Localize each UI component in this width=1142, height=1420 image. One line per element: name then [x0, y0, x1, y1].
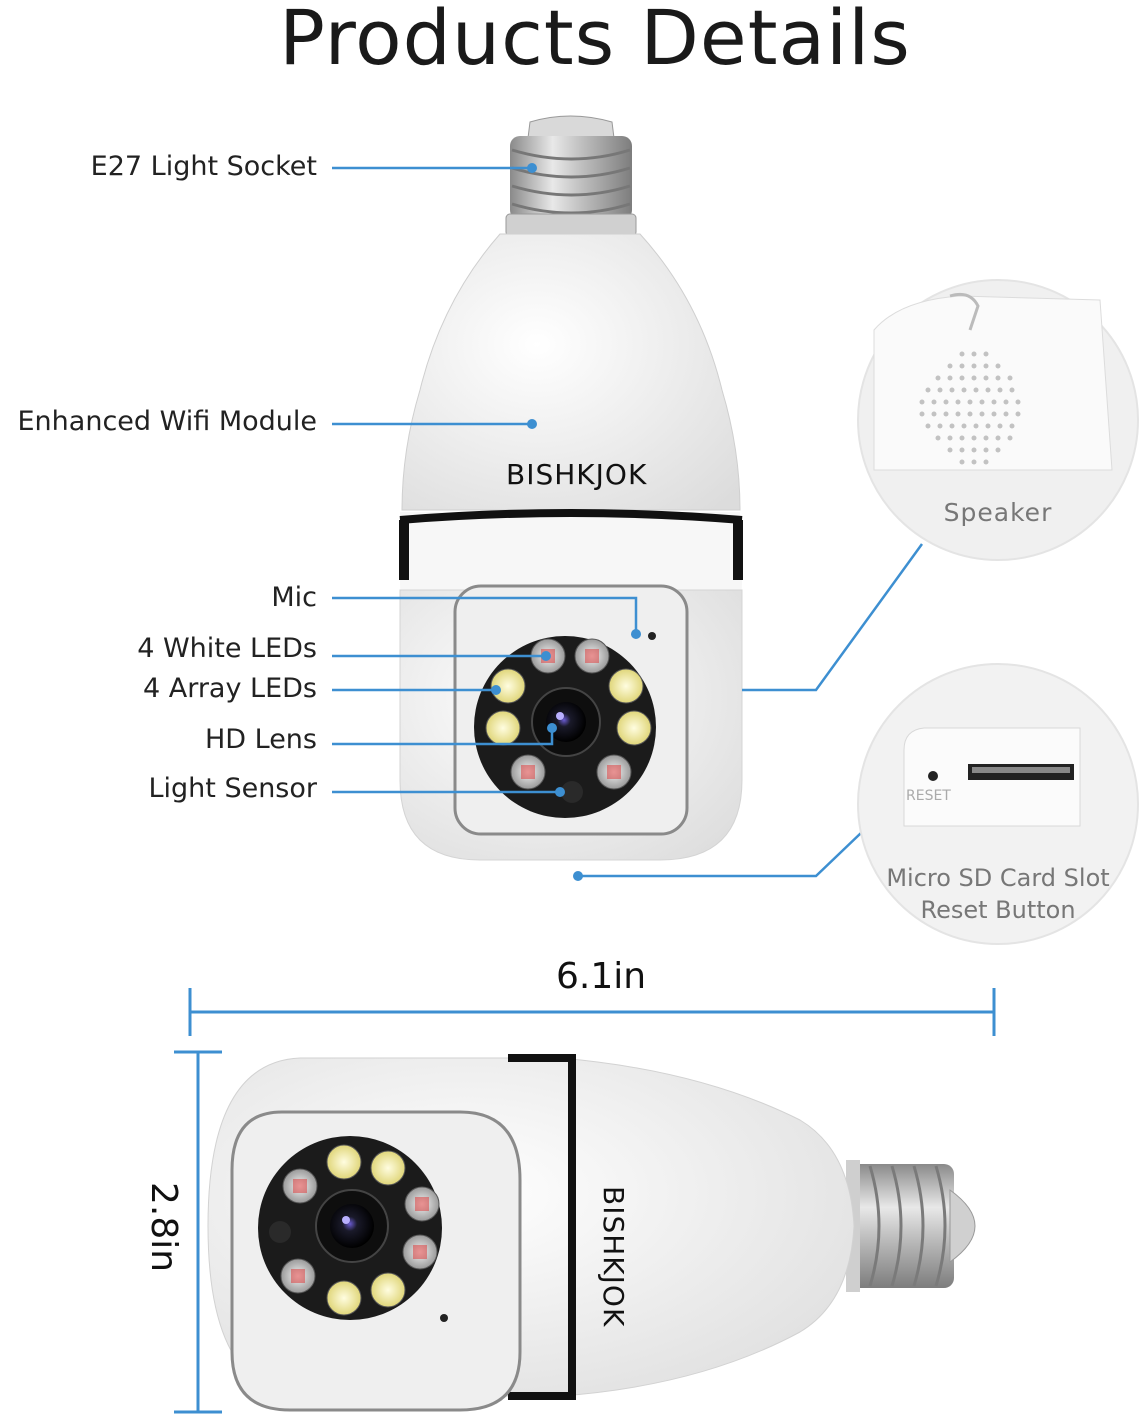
- sd-reset-inset: [857, 663, 1139, 945]
- sd-slot-label: Micro SD Card Slot: [886, 864, 1110, 892]
- brand-name-side: BISHKJOK: [597, 1186, 630, 1328]
- speaker-grille-icon: [919, 351, 1021, 465]
- brand-name-front: BISHKJOK: [506, 458, 648, 491]
- page-title: Products Details: [279, 0, 911, 82]
- speaker-inset: [857, 279, 1139, 561]
- callout-lines: [332, 166, 924, 878]
- e27-socket: [505, 115, 637, 237]
- label-light-sensor: Light Sensor: [148, 773, 317, 804]
- reset-hole-icon: [928, 771, 938, 781]
- label-wifi-module: Enhanced Wifi Module: [17, 406, 318, 437]
- bulb-camera-side: [207, 1054, 976, 1412]
- led-ring-side: [280, 1144, 440, 1316]
- label-mic: Mic: [271, 582, 317, 613]
- speaker-label: Speaker: [943, 498, 1053, 527]
- reset-button-label: Reset Button: [920, 896, 1076, 924]
- dimension-lines: [174, 988, 996, 1414]
- label-white-leds: 4 White LEDs: [137, 633, 317, 664]
- label-e27-socket: E27 Light Socket: [90, 151, 317, 182]
- height-dimension: 2.8in: [143, 1182, 184, 1273]
- reset-tag: RESET: [906, 788, 951, 804]
- label-hd-lens: HD Lens: [204, 724, 317, 755]
- width-dimension: 6.1in: [556, 956, 647, 997]
- label-array-leds: 4 Array LEDs: [142, 673, 317, 704]
